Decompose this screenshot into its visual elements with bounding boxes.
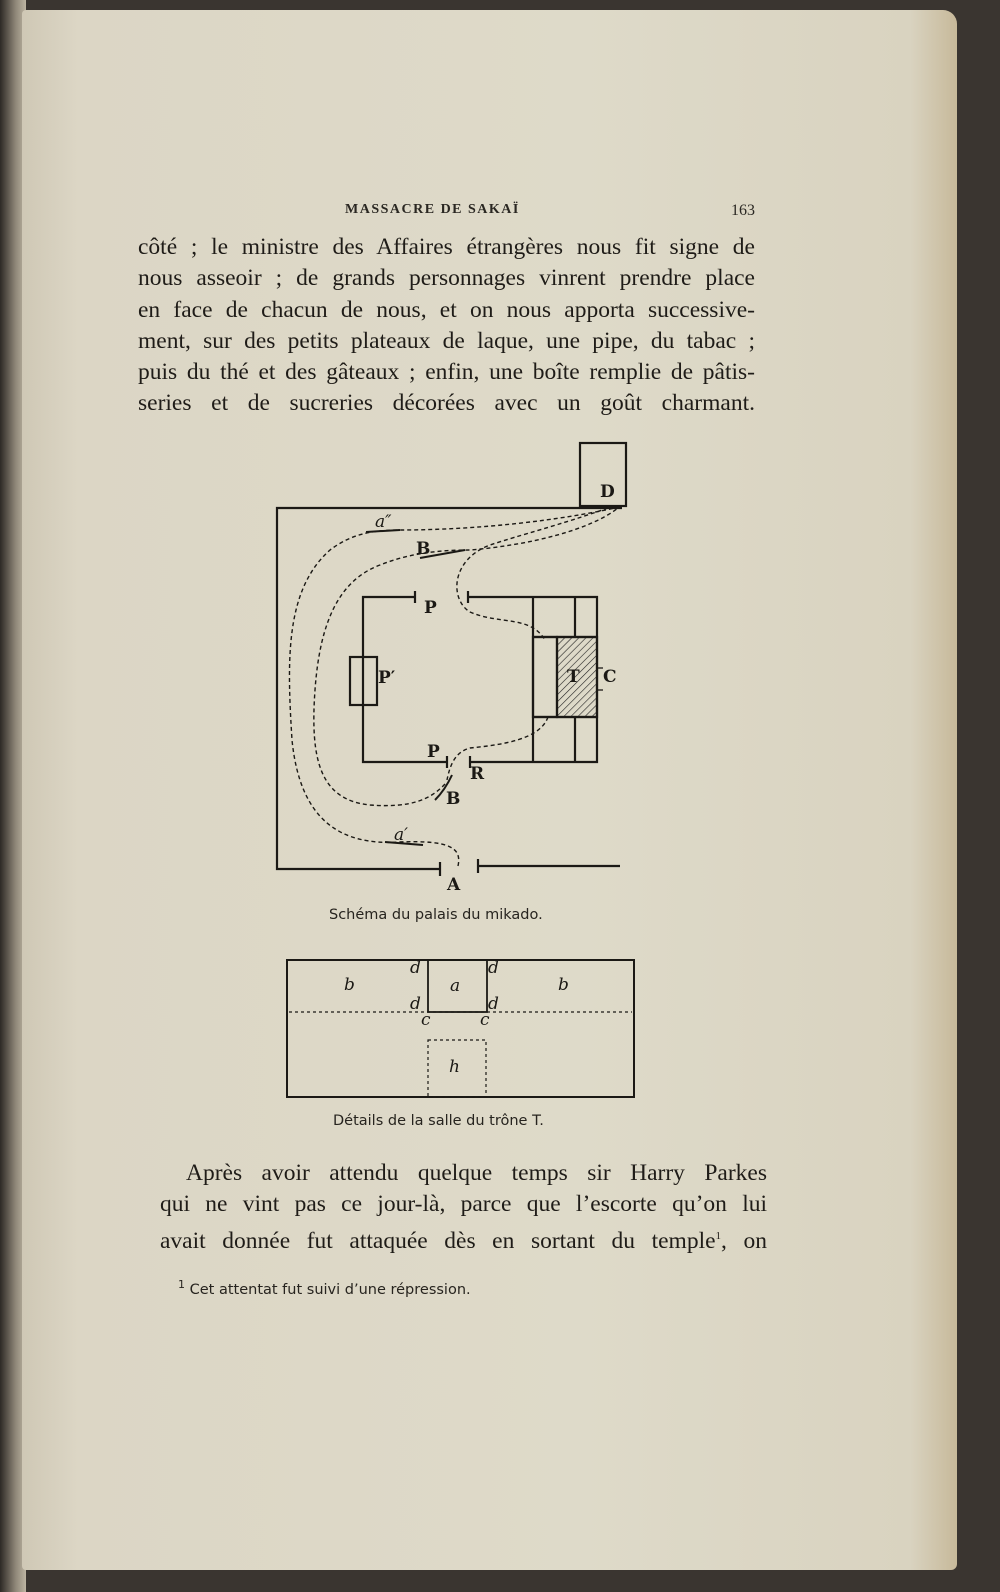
label-d: d [488, 994, 499, 1014]
paragraph-1: côté ; le ministre des Affaires étrangèr… [138, 232, 755, 420]
label-p-top: P [424, 598, 437, 618]
label-p-bottom: P [427, 742, 440, 762]
label-b-bottom: B [446, 789, 460, 809]
label-d: d [410, 958, 421, 978]
footnote: 1 Cet attentat fut suivi d’une répressio… [178, 1278, 471, 1298]
throne-room-diagram [286, 959, 635, 1098]
footnote-ref: 1 [715, 1229, 722, 1242]
text-line: ment, sur des petits plateaux de laque, … [138, 327, 755, 354]
running-title: MASSACRE DE SAKAÏ [345, 202, 520, 217]
label-b-top: B [416, 539, 430, 559]
text-line: qui ne vint pas ce jour-là, parce que l’… [160, 1191, 767, 1218]
label-a: A [446, 875, 461, 895]
text-line: puis du thé et des gâteaux ; enfin, une … [138, 359, 755, 386]
label-c: C [603, 667, 617, 687]
label-d: D [600, 482, 615, 502]
paragraph-2: Après avoir attendu quelque temps sir Ha… [160, 1158, 767, 1257]
label-c: c [421, 1010, 431, 1030]
figure-2-caption: Détails de la salle du trône T. [333, 1113, 544, 1129]
label-b-left: b [344, 975, 355, 995]
label-a-prime: a′ [394, 825, 408, 845]
book-gutter [0, 0, 26, 1592]
label-d: d [410, 994, 421, 1014]
room-d [578, 441, 628, 508]
text-line: nous asseoir ; de grands personnages vin… [138, 265, 755, 292]
label-p-prime: P′ [378, 668, 396, 688]
label-a-double-prime: a″ [375, 512, 392, 532]
throne-antechamber [531, 635, 559, 719]
page-header: MASSACRE DE SAKAÏ 163 [140, 200, 755, 224]
label-b-right: b [558, 975, 569, 995]
text-line: côté ; le ministre des Affaires étrangèr… [138, 234, 755, 260]
text-line: avait donnée fut attaquée dès en sortant… [160, 1221, 767, 1257]
footnote-marker: 1 [178, 1278, 185, 1291]
label-a-small: a [450, 976, 460, 996]
label-t: T [567, 667, 580, 687]
text-span: avait donnée fut attaquée dès en sortant… [160, 1227, 716, 1254]
text-line: Après avoir attendu quelque temps sir Ha… [186, 1160, 767, 1186]
text-span: , on [721, 1227, 768, 1254]
footnote-text: Cet attentat fut suivi d’une répression. [189, 1281, 471, 1298]
pavilion-p-prime [348, 655, 379, 707]
palace-diagram [275, 441, 628, 876]
text-line: series et de sucreries décorées avec un … [138, 390, 755, 417]
label-r: R [470, 764, 485, 784]
route-paths [288, 507, 619, 867]
label-d: d [488, 958, 499, 978]
label-c: c [480, 1010, 490, 1030]
inner-room [361, 595, 447, 764]
figure-1-caption: Schéma du palais du mikado. [329, 907, 543, 923]
label-h: h [449, 1057, 460, 1077]
outer-wall [275, 506, 622, 871]
page-number: 163 [731, 202, 755, 219]
book-page [22, 10, 957, 1570]
throne-t [555, 635, 599, 719]
text-line: en face de chacun de nous, et on nous ap… [138, 296, 755, 323]
route-arrows [365, 529, 466, 846]
